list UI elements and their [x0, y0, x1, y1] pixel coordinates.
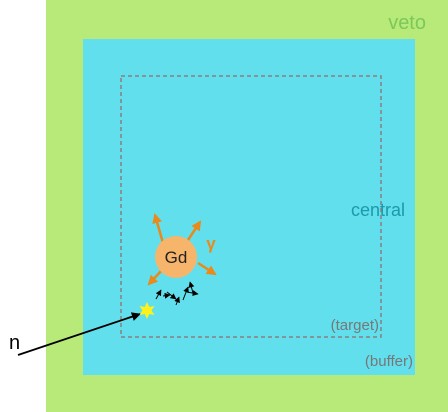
- gd-label: Gd: [165, 248, 188, 267]
- thermalization-walk: [155, 281, 199, 306]
- gd-nucleus: [155, 236, 197, 278]
- neutron-label: n: [9, 332, 20, 354]
- veto-label: veto: [388, 12, 426, 34]
- neutron-track: [17, 312, 141, 356]
- target-volume: [120, 75, 382, 338]
- gamma-ray-arrows: [147, 213, 217, 286]
- buffer-label: (buffer): [365, 353, 413, 370]
- target-label: (target): [331, 317, 379, 334]
- gamma-label: γ: [206, 234, 216, 253]
- capture-star-icon: [139, 302, 155, 319]
- central-label: central: [351, 200, 405, 220]
